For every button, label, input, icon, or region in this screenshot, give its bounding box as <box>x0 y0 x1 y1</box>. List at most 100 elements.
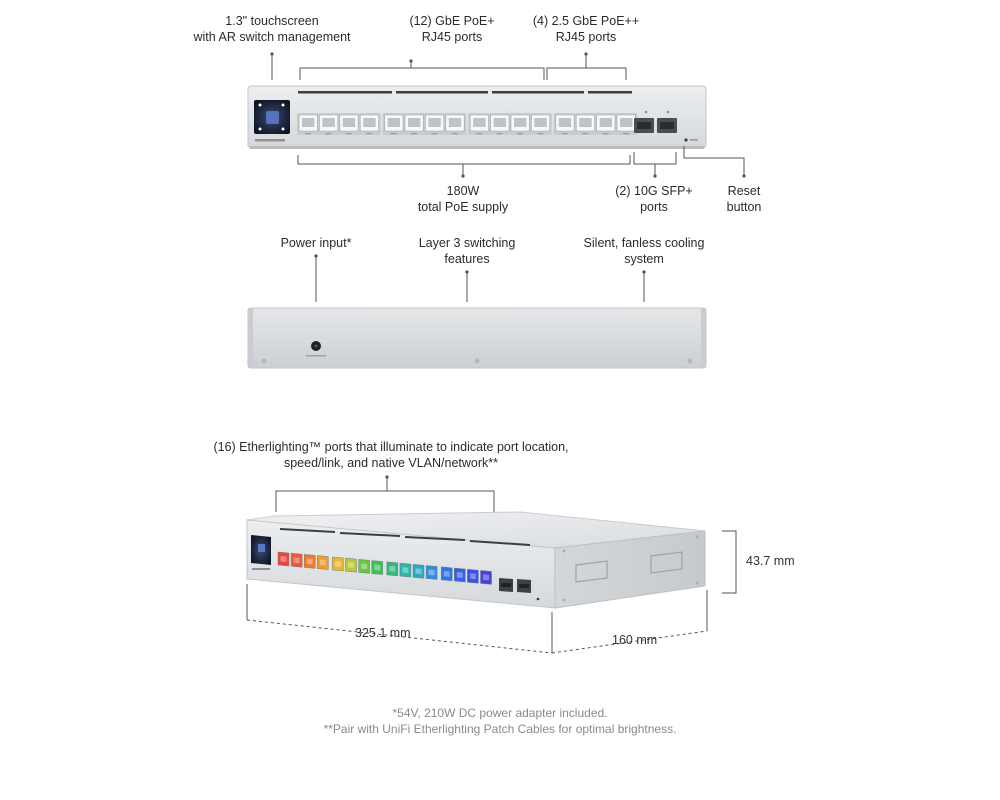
sfp-led <box>644 110 648 114</box>
etherlighting-port-jack <box>469 573 476 580</box>
rj45-port-jack <box>558 118 572 127</box>
etherlighting-port-jack <box>293 557 300 564</box>
iso-vent <box>279 528 336 533</box>
screen-ui <box>258 127 262 131</box>
iso-view <box>245 511 706 609</box>
label-poe-budget: 180W total PoE supply <box>417 184 509 214</box>
dimension-depth: 160 mm <box>612 633 658 647</box>
front-view <box>247 85 707 149</box>
etherlighting-port <box>358 559 370 574</box>
etherlighting-port-jack <box>348 562 354 569</box>
rear-view <box>247 307 707 369</box>
port-group-bezel <box>382 113 467 135</box>
port-number-label <box>366 133 373 135</box>
rear-screw <box>474 358 480 364</box>
label-25gbe-ports: (4) 2.5 GbE PoE++ RJ45 ports <box>532 14 640 44</box>
reset-label <box>690 139 698 141</box>
etherlighting-port-jack <box>428 569 435 576</box>
etherlighting-port <box>412 564 425 579</box>
etherlighting-port <box>399 562 412 578</box>
port-number-label <box>623 133 629 135</box>
etherlighting-port <box>277 551 290 567</box>
rj45-port-jack <box>387 118 400 127</box>
screen-ui <box>281 103 285 107</box>
iso-vent <box>404 536 466 541</box>
iso-side-screw <box>562 598 566 602</box>
etherlighting-port-jack <box>415 568 422 575</box>
iso-side-screw <box>695 581 699 585</box>
port-number-label <box>390 133 397 135</box>
screen-ui <box>266 111 279 124</box>
iso-sfp-inner <box>519 584 529 588</box>
etherlighting-port <box>317 555 329 570</box>
power-label <box>306 355 326 357</box>
rj45-port-jack <box>473 118 486 127</box>
iso-side <box>554 530 706 609</box>
front-leader-dots <box>270 52 746 178</box>
etherlighting-port-jack <box>361 563 368 570</box>
port-group-bezel <box>297 113 381 135</box>
port-number-label <box>476 133 483 135</box>
label-gbe-ports: (12) GbE PoE+ RJ45 ports <box>409 14 495 44</box>
iso-side-cutout <box>650 551 683 574</box>
front-bottom-shadow <box>250 146 704 149</box>
etherlighting-port <box>454 567 466 583</box>
rear-edge-left <box>248 308 253 368</box>
port-number-label <box>496 133 503 135</box>
vent-slot <box>588 91 632 94</box>
label-touchscreen: 1.3" touchscreen with AR switch manageme… <box>193 14 351 44</box>
etherlighting-port <box>345 557 357 573</box>
iso-leader-lines <box>275 477 495 512</box>
etherlighting-port <box>290 552 303 568</box>
power-input-port-pin <box>314 344 318 348</box>
port-number-label <box>411 133 417 135</box>
sfp-port-inner <box>660 122 674 129</box>
etherlighting-port <box>332 556 344 572</box>
port-group-bezel <box>553 113 638 135</box>
vent-slot <box>298 91 392 94</box>
port-number-label <box>602 133 609 135</box>
iso-vent <box>339 532 401 537</box>
rj45-port-jack <box>448 118 462 127</box>
rear-leader-dots <box>314 254 646 274</box>
iso-vent <box>469 540 531 546</box>
label-power-input: Power input* <box>280 236 352 250</box>
dimension-lines <box>246 530 737 654</box>
model-badge <box>255 139 285 142</box>
iso-sfp-inner <box>501 583 511 587</box>
etherlighting-port <box>425 565 438 580</box>
rear-leader-lines <box>315 256 645 302</box>
front-rj45-ports <box>297 113 638 135</box>
etherlighting-ports <box>277 551 492 585</box>
label-layer3: Layer 3 switching features <box>418 236 516 266</box>
etherlighting-port-jack <box>389 565 396 572</box>
rj45-port-jack <box>363 118 376 127</box>
etherlighting-port-jack <box>374 564 381 571</box>
screen-ui <box>258 103 262 107</box>
iso-leader-dot <box>385 475 389 479</box>
rj45-port-jack <box>408 118 421 127</box>
etherlighting-port-jack <box>443 570 450 577</box>
etherlighting-port-jack <box>402 567 409 574</box>
screen-ui <box>281 127 285 131</box>
iso-model-badge <box>252 568 270 570</box>
vent-slot <box>492 91 584 94</box>
etherlighting-port-jack <box>280 556 287 562</box>
rear-screw <box>687 358 693 364</box>
port-number-label <box>561 133 568 135</box>
iso-side-screw <box>695 535 699 539</box>
rj45-port-jack <box>579 118 592 127</box>
rj45-port-jack <box>493 118 506 127</box>
footnote-power-adapter: *54V, 210W DC power adapter included. <box>392 706 608 720</box>
rj45-port-jack <box>302 118 315 127</box>
label-reset-button: Reset button <box>726 184 762 214</box>
sfp-led <box>666 110 670 114</box>
vent-slot <box>396 91 488 94</box>
port-number-label <box>325 133 332 135</box>
rj45-port-jack <box>599 118 612 127</box>
rj45-port-jack <box>322 118 335 127</box>
reset-button-hole <box>684 138 688 142</box>
iso-reset-hole <box>536 597 540 601</box>
